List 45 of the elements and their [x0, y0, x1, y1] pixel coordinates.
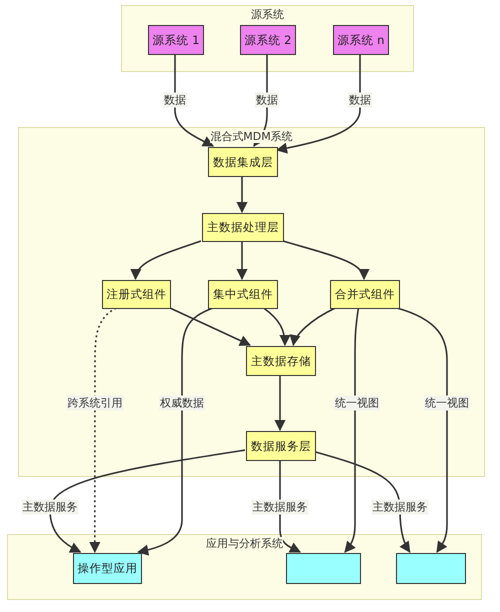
group-panel — [7, 534, 482, 600]
arrow — [276, 54, 361, 154]
process-box: 数据服务层 — [246, 431, 316, 461]
edge-label: 主数据服务 — [372, 500, 428, 514]
arrow — [236, 176, 248, 214]
arrow — [396, 307, 448, 553]
process-box: 源系统 1 — [148, 25, 204, 55]
group-title: 源系统 — [251, 8, 284, 21]
process-box: 源系统 n — [333, 25, 389, 55]
arrow — [344, 308, 360, 553]
arrow — [89, 307, 117, 554]
group-title: 应用与分析系统 — [206, 537, 283, 550]
arrow — [131, 240, 202, 280]
group-panel — [121, 5, 414, 72]
edge-label: 数据 — [163, 92, 187, 108]
arrow — [236, 241, 248, 280]
group-title: 混合式MDM系统 — [210, 130, 293, 143]
edge-label: 数据 — [348, 92, 372, 108]
process-box: 数据集成层 — [208, 147, 278, 177]
arrow — [290, 307, 336, 346]
arrow — [314, 451, 410, 553]
empty-box — [286, 553, 361, 584]
arrow — [170, 307, 251, 346]
arrow — [263, 307, 290, 346]
process-box: 源系统 2 — [240, 25, 296, 55]
arrow — [137, 307, 214, 556]
empty-box — [396, 553, 466, 584]
arrow — [274, 375, 286, 432]
process-box: 合并式组件 — [330, 280, 400, 309]
edge-label: 权威数据 — [159, 396, 205, 410]
edge-label: 统一视图 — [424, 396, 470, 410]
edge-label: 主数据服务 — [252, 500, 308, 514]
process-box: 主数据存储 — [246, 346, 316, 376]
edge-label: 统一视图 — [334, 396, 380, 410]
arrow — [282, 240, 368, 280]
process-box: 集中式组件 — [208, 280, 278, 309]
arrow — [174, 54, 214, 147]
arrow — [49, 449, 246, 553]
edge-label: 数据 — [255, 92, 279, 108]
group-panel — [18, 127, 485, 477]
process-box: 注册式组件 — [102, 280, 171, 309]
edge-label: 主数据服务 — [22, 500, 78, 514]
process-box: 操作型应用 — [73, 553, 142, 584]
edge-label: 跨系统引用 — [66, 396, 124, 410]
process-box: 主数据处理层 — [202, 213, 284, 242]
